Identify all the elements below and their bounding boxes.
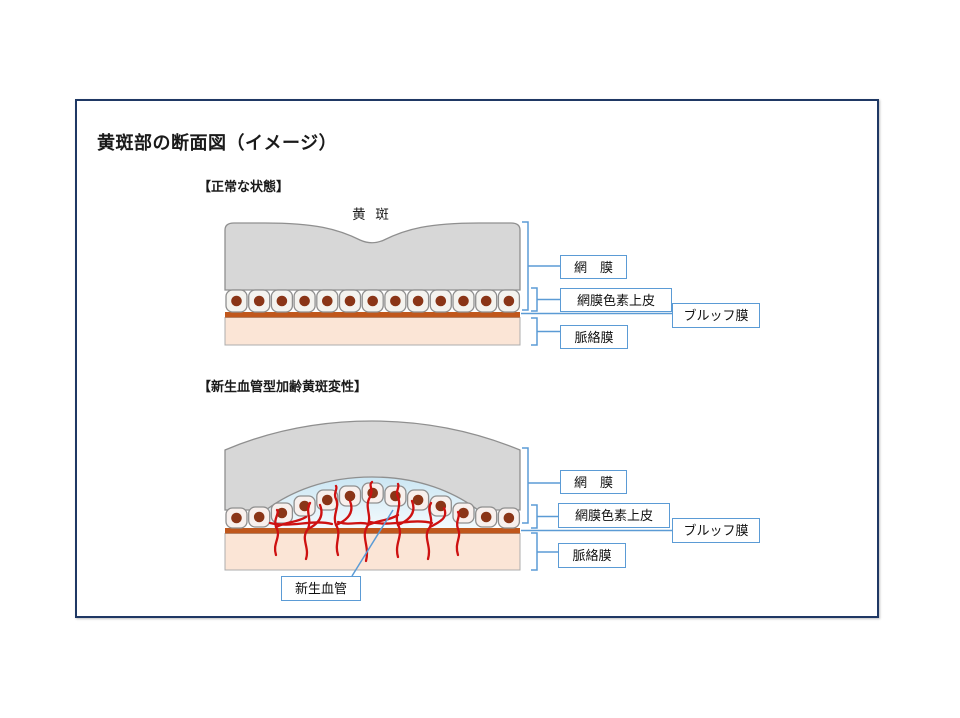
choroid-layer bbox=[224, 533, 521, 571]
label-choroid-1: 脈絡膜 bbox=[560, 325, 628, 349]
retina-bracket bbox=[522, 447, 560, 524]
choroid-layer bbox=[224, 317, 521, 346]
rpe-cell-row bbox=[225, 289, 521, 313]
bruch-membrane bbox=[225, 312, 520, 318]
section-amd-heading: 【新生血管型加齢黄斑変性】 bbox=[198, 379, 368, 394]
bruch-membrane bbox=[225, 528, 520, 534]
label-bruch-1: ブルッフ膜 bbox=[672, 303, 760, 328]
label-retina-1: 網 膜 bbox=[560, 255, 627, 279]
label-neovessel: 新生血管 bbox=[281, 576, 361, 601]
retina-layer bbox=[224, 222, 521, 291]
label-bruch-2: ブルッフ膜 bbox=[672, 518, 760, 543]
label-rpe-2: 網膜色素上皮 bbox=[558, 503, 670, 528]
macula-label-text: 黄 斑 bbox=[352, 207, 392, 222]
choroid-bracket bbox=[531, 317, 560, 346]
section-normal-heading: 【正常な状態】 bbox=[198, 179, 290, 194]
neovessel-leader-line bbox=[351, 509, 394, 577]
choroid-bracket bbox=[531, 532, 558, 571]
rpe-bracket bbox=[531, 504, 558, 529]
amd-eye-diagram bbox=[224, 420, 672, 577]
label-choroid-2: 脈絡膜 bbox=[558, 543, 626, 568]
retina-bracket bbox=[522, 221, 560, 311]
rpe-bracket bbox=[531, 287, 560, 312]
retina-layer-bulged bbox=[224, 420, 521, 511]
normal-eye-diagram: 黄 斑 bbox=[224, 207, 672, 346]
label-rpe-1: 網膜色素上皮 bbox=[560, 288, 672, 312]
label-retina-2: 網 膜 bbox=[560, 470, 627, 494]
page-title: 黄斑部の断面図（イメージ） bbox=[97, 133, 338, 153]
new-vessels bbox=[268, 480, 461, 563]
